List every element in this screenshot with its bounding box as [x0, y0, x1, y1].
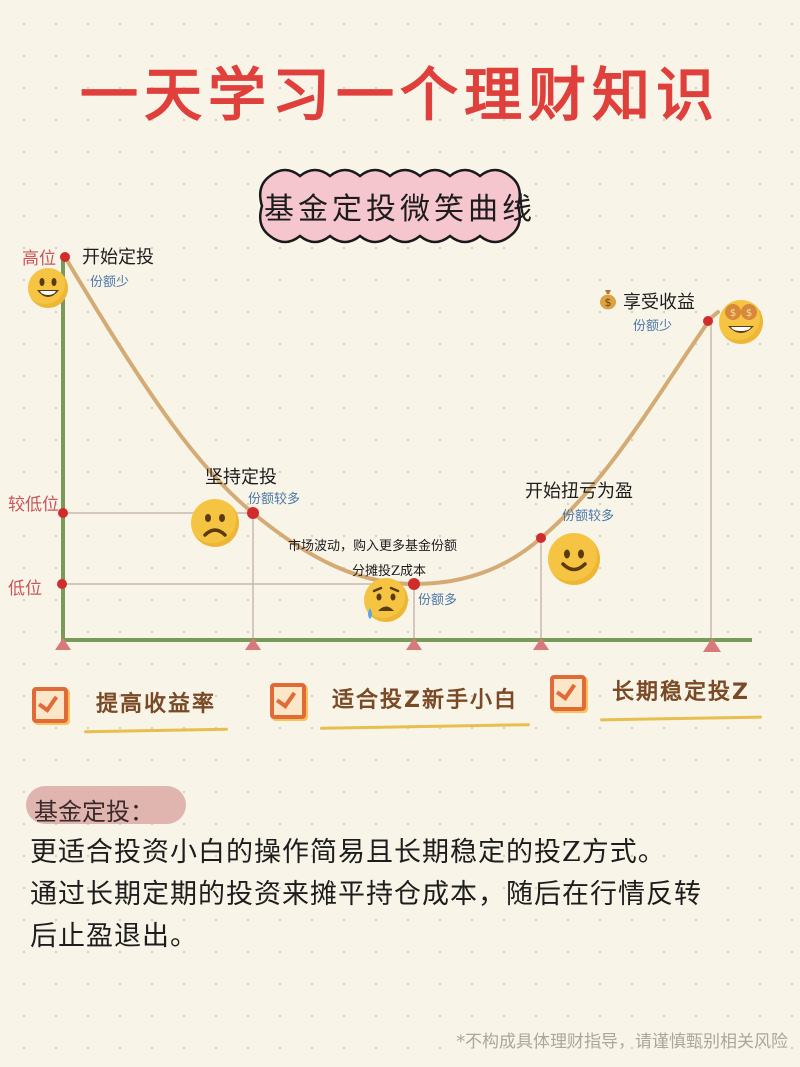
point-label-recover: 开始扭亏为盈	[525, 481, 633, 502]
y-label-low: 低位	[8, 579, 42, 599]
point-label-bottom-2: 分摊投Z成本	[352, 564, 427, 579]
feature-label: 提高收益率	[90, 686, 222, 724]
curve-points	[57, 252, 713, 590]
chart-title: 基金定投微笑曲线	[264, 192, 536, 227]
money-mouth-face-icon: $$	[719, 300, 763, 344]
checkbox-icon	[270, 683, 306, 719]
disclaimer: *不构成具体理财指导，请谨慎甄别相关风险	[456, 1032, 789, 1052]
point-sub-persist: 份额较多	[248, 492, 301, 507]
svg-text:$: $	[730, 308, 736, 319]
description-heading: 基金定投：	[34, 798, 154, 826]
title-badge-shape	[259, 168, 521, 244]
page-title: 一天学习一个理财知识	[79, 61, 720, 129]
frowning-face-icon	[191, 499, 239, 547]
y-label-lower: 较低位	[8, 495, 59, 515]
feature-label: 长期稳定投Z	[606, 674, 756, 712]
grinning-face-icon	[28, 268, 68, 308]
x-axis-markers	[55, 638, 721, 652]
guide-lines	[63, 318, 712, 642]
description-line: 更适合投资小白的操作简易且长期稳定的投Z方式。	[30, 837, 666, 868]
checkbox-icon	[32, 687, 68, 723]
checkbox-icon	[550, 675, 586, 711]
point-label-persist: 坚持定投	[205, 467, 277, 488]
money-bag-icon: $	[598, 288, 618, 310]
point-sub-recover: 份额较多	[562, 509, 615, 524]
point-label-start: 开始定投	[82, 247, 154, 268]
y-label-high: 高位	[22, 249, 56, 269]
svg-text:$: $	[746, 308, 752, 319]
feature-label: 适合投Z新手小白	[326, 682, 524, 720]
point-label-bottom: 市场波动，购入更多基金份额	[288, 539, 458, 554]
point-sub-bottom: 份额多	[418, 593, 458, 608]
heading-highlight	[26, 786, 186, 824]
svg-text:$: $	[605, 296, 612, 309]
feature-item: 适合投Z新手小白	[270, 676, 524, 726]
feature-item: 长期稳定投Z	[550, 668, 756, 718]
description-line: 后止盈退出。	[30, 921, 198, 952]
smile-curve-chart	[55, 252, 752, 652]
feature-item: 提高收益率	[32, 680, 222, 730]
slightly-smiling-face-icon	[548, 533, 600, 585]
sad-relieved-face-icon	[364, 578, 408, 622]
point-sub-start: 份额少	[90, 275, 130, 290]
description-line: 通过长期定期的投资来摊平持仓成本，随后在行情反转	[30, 879, 702, 910]
point-label-profit: 享受收益	[623, 292, 695, 313]
point-sub-profit: 份额少	[633, 319, 673, 334]
